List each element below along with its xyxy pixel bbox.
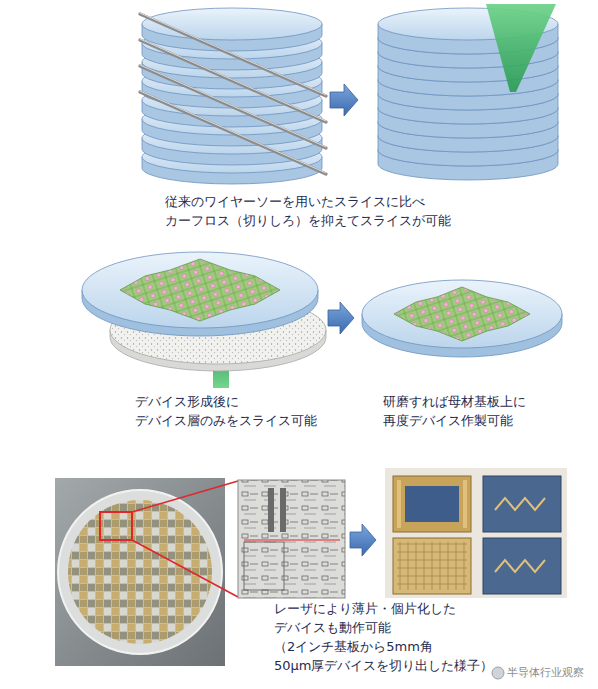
wafer-slice bbox=[142, 8, 322, 40]
zoom-box bbox=[100, 512, 132, 540]
chip-pad bbox=[397, 480, 401, 528]
watermark-icon bbox=[492, 667, 504, 679]
saw-wire bbox=[140, 92, 326, 174]
zoom-pattern bbox=[280, 488, 286, 532]
zoom-pattern bbox=[244, 542, 284, 590]
chip bbox=[393, 538, 471, 594]
wafer-photo bbox=[58, 490, 222, 654]
chip-photo bbox=[385, 468, 567, 598]
watermark-text: 半导体行业观察 bbox=[507, 665, 587, 681]
laser-beam bbox=[486, 4, 556, 92]
device-wafer bbox=[82, 252, 318, 328]
chip bbox=[483, 538, 561, 594]
chip-pad bbox=[463, 480, 467, 528]
device-layer bbox=[120, 259, 280, 321]
caption-text: 従来のワイヤーソーを用いたスライスに比べ カーフロス（切りしろ）を抑えてスライス… bbox=[165, 193, 454, 231]
saw-wire bbox=[140, 40, 326, 122]
caption-text: デバイス形成後に デバイス層のみをスライス可能 bbox=[135, 393, 320, 431]
chip-pattern bbox=[495, 560, 545, 572]
chip-pattern bbox=[495, 498, 545, 510]
zoom-line bbox=[132, 481, 238, 512]
device-layer bbox=[394, 287, 530, 341]
zoom-pattern bbox=[268, 488, 274, 532]
saw-wire bbox=[140, 14, 326, 96]
wafer-photo bbox=[55, 478, 225, 666]
block-arrow bbox=[330, 84, 358, 116]
caption-text: レーザにより薄片・個片化した デバイスも動作可能 （2インチ基板から5mm角 5… bbox=[274, 600, 497, 675]
zoom-pattern bbox=[244, 540, 340, 541]
illustration-part bbox=[140, 13, 326, 174]
saw-wire bbox=[140, 66, 326, 148]
caption-text: 研磨すれば母材基板上に 再度デバイス作製可能 bbox=[383, 393, 529, 431]
block-arrow bbox=[350, 524, 376, 556]
saw-wire bbox=[140, 91, 326, 173]
chip-pattern bbox=[397, 542, 467, 590]
chip bbox=[393, 476, 471, 532]
block-arrow bbox=[328, 302, 354, 334]
device-wafer bbox=[362, 280, 562, 348]
zoom-photo bbox=[238, 480, 345, 598]
chip bbox=[483, 476, 561, 532]
zoom-line bbox=[132, 540, 238, 597]
zoom-photo bbox=[238, 480, 345, 598]
chip-area bbox=[405, 486, 459, 522]
